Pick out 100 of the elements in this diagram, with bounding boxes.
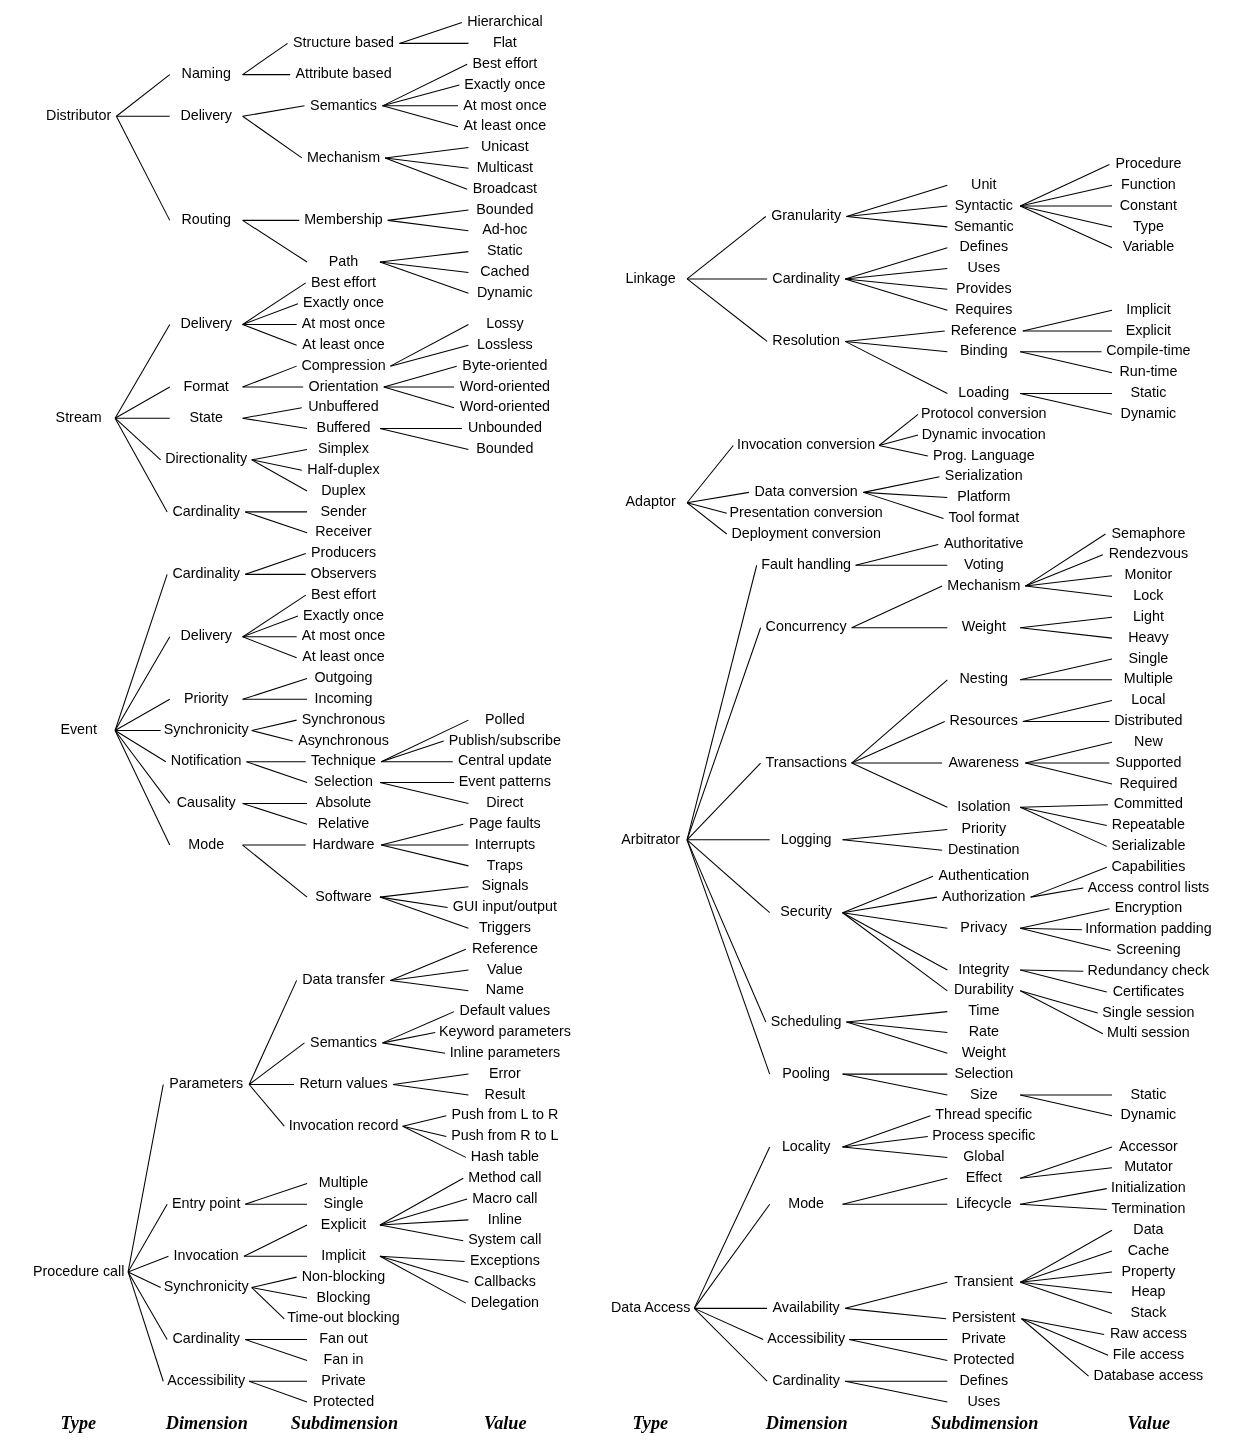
node-text: Cardinality [171, 565, 240, 582]
connector [114, 730, 161, 732]
connector [1024, 533, 1106, 587]
node-text: Weight [961, 1043, 1006, 1060]
node-text: Defines [959, 238, 1008, 255]
connector [382, 365, 457, 388]
node-text: Rendezvous [1108, 545, 1188, 562]
connector [378, 886, 469, 898]
node-text: Reference [471, 939, 538, 956]
node-text: Initialization [1110, 1179, 1186, 1196]
node-text: Name [485, 981, 524, 998]
connector [378, 1198, 468, 1226]
connector [391, 1084, 469, 1096]
connector [241, 219, 308, 263]
connector [114, 417, 170, 419]
connector [1019, 679, 1112, 681]
connector [244, 1339, 308, 1341]
connector [401, 1115, 447, 1127]
connector [878, 445, 928, 457]
node-text: Page faults [468, 814, 541, 831]
connector [250, 448, 308, 461]
connector [1019, 351, 1102, 353]
node-text: Locality [781, 1137, 830, 1154]
node-text: Outgoing [313, 669, 373, 686]
node-text: Delivery [179, 627, 232, 644]
connector [250, 459, 308, 492]
node-text: Protected [952, 1351, 1014, 1368]
connector [1019, 1188, 1107, 1205]
connector [241, 115, 302, 159]
node-text: Private [320, 1371, 366, 1388]
node-text: Best effort [310, 585, 376, 602]
node-text: Default values [459, 1002, 550, 1019]
connector [841, 875, 934, 914]
connector [401, 1125, 466, 1158]
node-text: Nesting [959, 670, 1008, 687]
node-text: Central update [457, 752, 552, 769]
connector [862, 476, 940, 493]
connector [127, 1084, 164, 1273]
connector [841, 912, 948, 971]
connector [127, 1203, 168, 1273]
node-text: Hash table [470, 1148, 539, 1165]
connector [241, 219, 300, 221]
node-text: Half-duplex [306, 460, 380, 477]
connector [386, 219, 469, 232]
node-text: Byte-oriented [461, 356, 547, 373]
connector [378, 1224, 464, 1242]
node-text: Authorization [941, 887, 1026, 904]
connector [241, 636, 297, 659]
connector [380, 740, 444, 763]
connector [845, 184, 948, 217]
node-text: Sender [319, 502, 367, 519]
node-text: Delivery [179, 106, 232, 123]
connector [244, 1339, 308, 1361]
node-text: File access [1112, 1345, 1184, 1362]
node-text: Pooling [781, 1064, 830, 1081]
connector [686, 502, 727, 535]
node-text: Synchronicity [163, 721, 249, 738]
connector [114, 323, 170, 419]
connector [693, 1307, 768, 1309]
connector [1019, 990, 1103, 1035]
node-text: Data transfer [301, 971, 385, 988]
connector [1024, 741, 1112, 764]
connector [1019, 806, 1107, 827]
node-text: Hardware [312, 835, 374, 852]
connector [1019, 1281, 1112, 1315]
node-text: Access control lists [1087, 878, 1209, 895]
connector [845, 1021, 948, 1054]
node-text: Path [328, 252, 358, 269]
node-text: Time [967, 1002, 999, 1019]
node-text: Deployment conversion [730, 524, 881, 541]
node-text: Data Access [610, 1299, 690, 1315]
node-text: Resolution [771, 332, 840, 349]
connector [686, 278, 768, 280]
node-text: Result [484, 1085, 525, 1102]
connector [250, 1287, 285, 1320]
connector [1019, 1203, 1107, 1210]
node-text: Destination [947, 840, 1020, 857]
connector [242, 1255, 308, 1257]
node-text: Lifecycle [955, 1194, 1012, 1211]
node-text: Run-time [1118, 363, 1177, 380]
connector [845, 1021, 948, 1033]
node-text: Persistent [951, 1309, 1016, 1326]
connector [844, 278, 948, 311]
connector [114, 417, 168, 513]
node-text: Compile-time [1105, 342, 1191, 359]
node-text: Explicit [1125, 321, 1171, 338]
connector [1019, 969, 1084, 972]
connector [1019, 163, 1110, 207]
node-text: Technique [310, 752, 376, 769]
connector [380, 761, 453, 763]
connector [844, 247, 948, 280]
node-text: Protected [312, 1392, 374, 1409]
node-text: State [189, 408, 223, 425]
connector [244, 573, 306, 575]
node-text: Mutator [1123, 1158, 1173, 1175]
node-text: Direct [485, 794, 524, 811]
node-text: Authentication [937, 866, 1029, 883]
connector [686, 502, 727, 514]
node-text: Dynamic invocation [921, 425, 1046, 442]
node-text: At most once [462, 96, 547, 113]
